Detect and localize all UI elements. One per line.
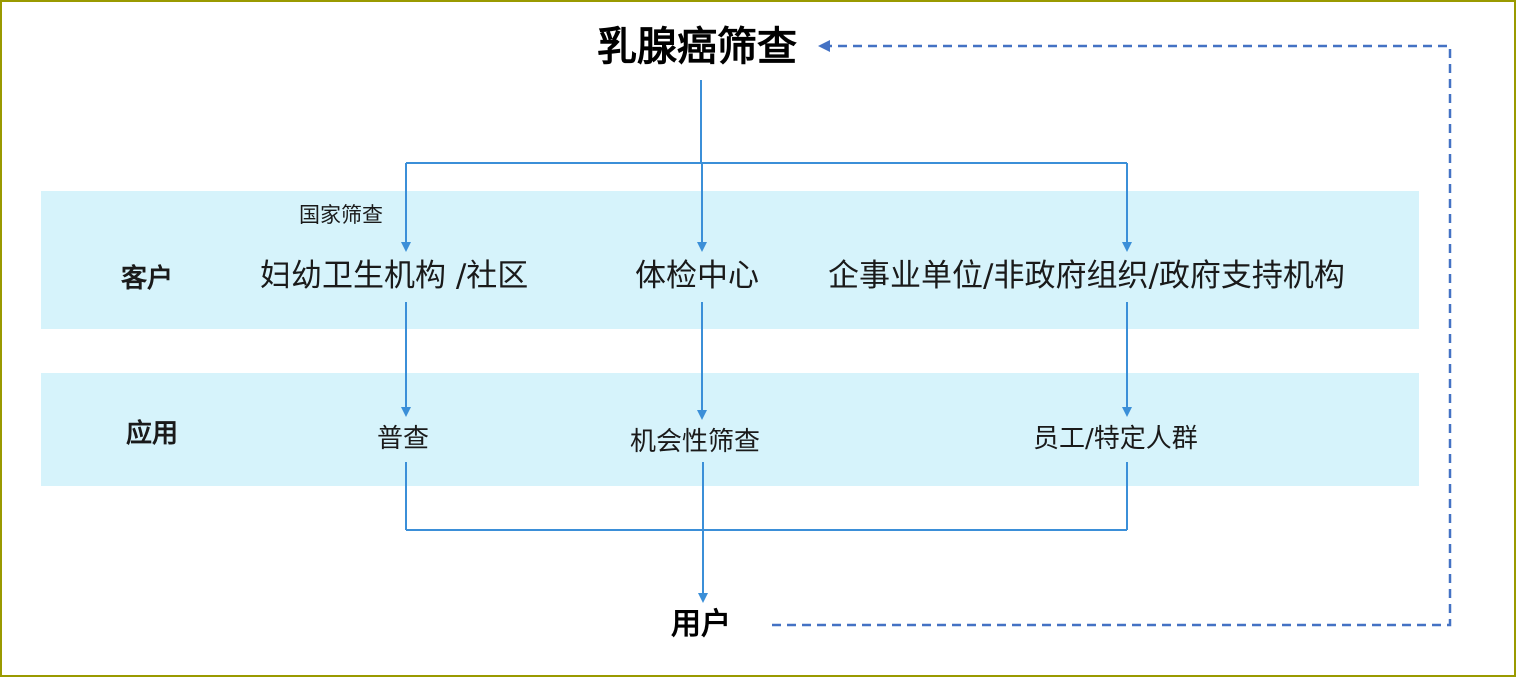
national-screening-note: 国家筛查 [299,203,383,227]
customer-node-organizations: 企事业单位/非政府组织/政府支持机构 [828,258,1345,294]
row-label-application: 应用 [126,419,179,449]
application-band [41,373,1419,486]
diagram-title: 乳腺癌筛查 [597,24,797,70]
customer-node-checkup-center: 体检中心 [635,258,759,294]
application-node-opportunistic-screening: 机会性筛查 [630,427,761,457]
application-node-general-screening: 普查 [377,424,430,454]
feedback-loop-line [772,40,1452,627]
customer-node-maternal-community: 妇幼卫生机构 /社区 [260,258,529,294]
end-node-user: 用户 [671,607,731,642]
application-node-specific-population: 员工/特定人群 [1033,424,1198,454]
row-label-customer: 客户 [121,264,174,294]
customer-band [41,191,1419,329]
